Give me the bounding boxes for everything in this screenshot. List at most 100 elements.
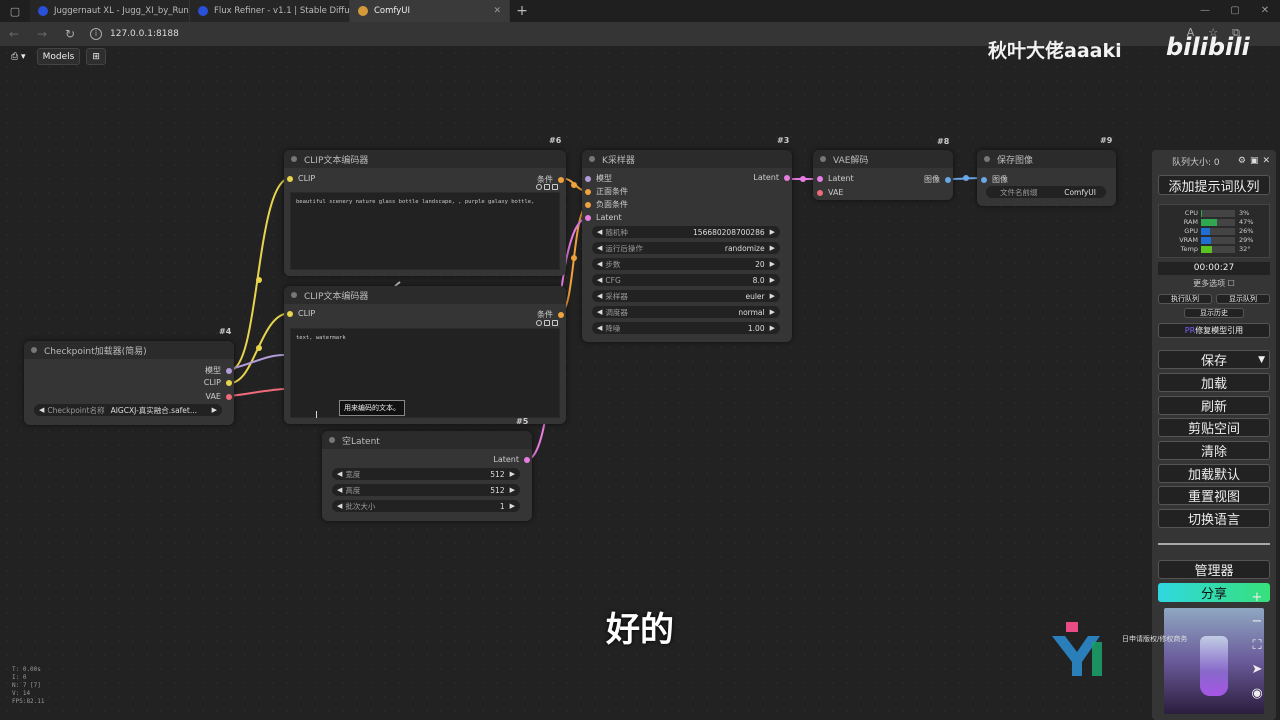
info-icon[interactable]: i [90, 28, 102, 40]
read-aloud-icon[interactable]: A [1186, 26, 1195, 39]
vae-input-slot[interactable]: VAE [817, 188, 844, 197]
node-title[interactable]: 空Latent [322, 431, 532, 449]
vae-decode-node[interactable]: VAE解码 Latent VAE 图像 [813, 150, 953, 200]
load-button[interactable]: 加载 [1158, 373, 1270, 392]
save-button[interactable]: 保存▼ [1158, 350, 1270, 369]
zoom-out-icon[interactable]: − [1251, 614, 1263, 629]
url-field[interactable]: i 127.0.0.1:8188 [90, 28, 179, 40]
switch-language-button[interactable]: 切换语言 [1158, 509, 1270, 528]
queue-view-icon[interactable]: ⊞ [86, 48, 106, 65]
widget-toggle-icons[interactable] [536, 184, 558, 190]
browser-tab-1[interactable]: Juggernaut XL - Jugg_XI_by_Run ✕ [30, 0, 200, 22]
widget-toggle-icons[interactable] [536, 320, 558, 326]
node-title[interactable]: VAE解码 [813, 150, 953, 168]
model-output-slot[interactable]: 模型 [205, 365, 232, 376]
conditioning-output-slot[interactable]: 条件 [537, 174, 564, 185]
arrow-left-icon: ◀ [337, 502, 343, 510]
clip-text-encode-node-positive[interactable]: CLIP文本编码器 CLIP 条件 beautiful scenery natu… [284, 150, 566, 276]
reload-icon[interactable]: ↻ [64, 27, 76, 41]
navigate-icon[interactable]: ➤ [1251, 662, 1263, 677]
zoom-in-icon[interactable]: + [1251, 590, 1263, 605]
arrow-right-icon: ▶ [211, 406, 217, 414]
model-input-slot[interactable]: 模型 [585, 173, 612, 184]
negative-prompt-textarea[interactable]: text, watermark [290, 328, 560, 418]
queue-prompt-button[interactable]: 添加提示词队列 [1158, 175, 1270, 195]
clip-output-slot[interactable]: CLIP [204, 378, 232, 387]
browser-tab-3[interactable]: ComfyUI ✕ [350, 0, 510, 22]
vae-output-slot[interactable]: VAE [206, 392, 232, 401]
arrow-right-icon: ▶ [769, 276, 775, 284]
node-title[interactable]: K采样器 [582, 150, 792, 168]
clip-input-slot[interactable]: CLIP [287, 309, 315, 318]
positive-input-slot[interactable]: 正面条件 [585, 186, 628, 197]
refresh-button[interactable]: 刷新 [1158, 396, 1270, 415]
tab-title: Juggernaut XL - Jugg_XI_by_Run [54, 6, 189, 16]
clip-input-slot[interactable]: CLIP [287, 174, 315, 183]
tab-actions-icon[interactable]: ▢ [9, 4, 21, 18]
browser-tab-2[interactable]: Flux Refiner - v1.1 | Stable Diffus ✕ [190, 0, 366, 22]
minimize-icon[interactable]: — [1200, 5, 1210, 16]
view-history-button[interactable]: 显示历史 [1184, 308, 1244, 318]
close-icon[interactable]: ✕ [1262, 156, 1270, 166]
close-icon[interactable]: ✕ [493, 6, 501, 16]
load-default-button[interactable]: 加载默认 [1158, 464, 1270, 483]
plus-icon[interactable]: + [516, 3, 528, 19]
negative-input-slot[interactable]: 负面条件 [585, 199, 628, 210]
reset-view-button[interactable]: 重置视图 [1158, 486, 1270, 505]
channel-logo-icon [1052, 622, 1102, 676]
node-title[interactable]: CLIP文本编码器 [284, 286, 566, 304]
node-title[interactable]: 保存图像 [977, 150, 1116, 168]
latent-input-slot[interactable]: Latent [585, 213, 622, 222]
queue-front-button[interactable]: 执行队列 [1158, 294, 1212, 304]
visibility-eye-icon[interactable]: ◉ [1251, 686, 1263, 701]
conditioning-output-slot[interactable]: 条件 [537, 309, 564, 320]
clear-button[interactable]: 清除 [1158, 441, 1270, 460]
split-screen-icon[interactable]: ⧉ [1232, 26, 1240, 39]
workflow-menu-button[interactable]: ⎙ ▾ [11, 51, 26, 62]
arrow-right-icon: ▶ [769, 260, 775, 268]
maximize-icon[interactable]: ▢ [1230, 5, 1240, 16]
clip-text-encode-node-negative[interactable]: CLIP文本编码器 CLIP 条件 text, watermark [284, 286, 566, 424]
checkpoint-loader-node[interactable]: Checkpoint加载器(简易) 模型 CLIP VAE ◀Checkpoin… [24, 341, 234, 425]
manager-button[interactable]: 管理器 [1158, 560, 1270, 579]
image-output-slot[interactable]: 图像 [924, 174, 951, 185]
node-title[interactable]: CLIP文本编码器 [284, 150, 566, 168]
latent-output-slot[interactable]: Latent [753, 173, 790, 182]
fit-view-icon[interactable]: ⛶ [1252, 638, 1262, 653]
browser-tabbar: ▢ Juggernaut XL - Jugg_XI_by_Run ✕ Flux … [0, 0, 1280, 22]
share-button[interactable]: 分享 [1158, 583, 1270, 602]
latent-output-slot[interactable]: Latent [493, 455, 530, 464]
view-queue-button[interactable]: 显示队列 [1216, 294, 1270, 304]
forward-icon[interactable]: → [36, 27, 48, 41]
back-icon[interactable]: ← [8, 27, 20, 41]
prompt-textarea[interactable]: beautiful scenery nature glass bottle la… [290, 192, 560, 270]
image-feed-icon[interactable]: ▣ [1249, 156, 1259, 166]
clipspace-button[interactable]: 剪贴空间 [1158, 418, 1270, 437]
node-title[interactable]: Checkpoint加载器(简易) [24, 341, 234, 359]
models-button[interactable]: Models [36, 48, 81, 65]
latent-input-slot[interactable]: Latent [817, 174, 854, 183]
image-input-slot[interactable]: 图像 [981, 174, 1008, 185]
gear-icon[interactable]: ⚙ [1237, 156, 1246, 166]
more-options-toggle[interactable]: 更多选项 ☐ [1193, 279, 1235, 288]
window-close-icon[interactable]: ✕ [1260, 5, 1270, 16]
image-preview-thumbnail[interactable] [1164, 608, 1264, 714]
favorite-star-icon[interactable]: ☆ [1208, 26, 1219, 39]
